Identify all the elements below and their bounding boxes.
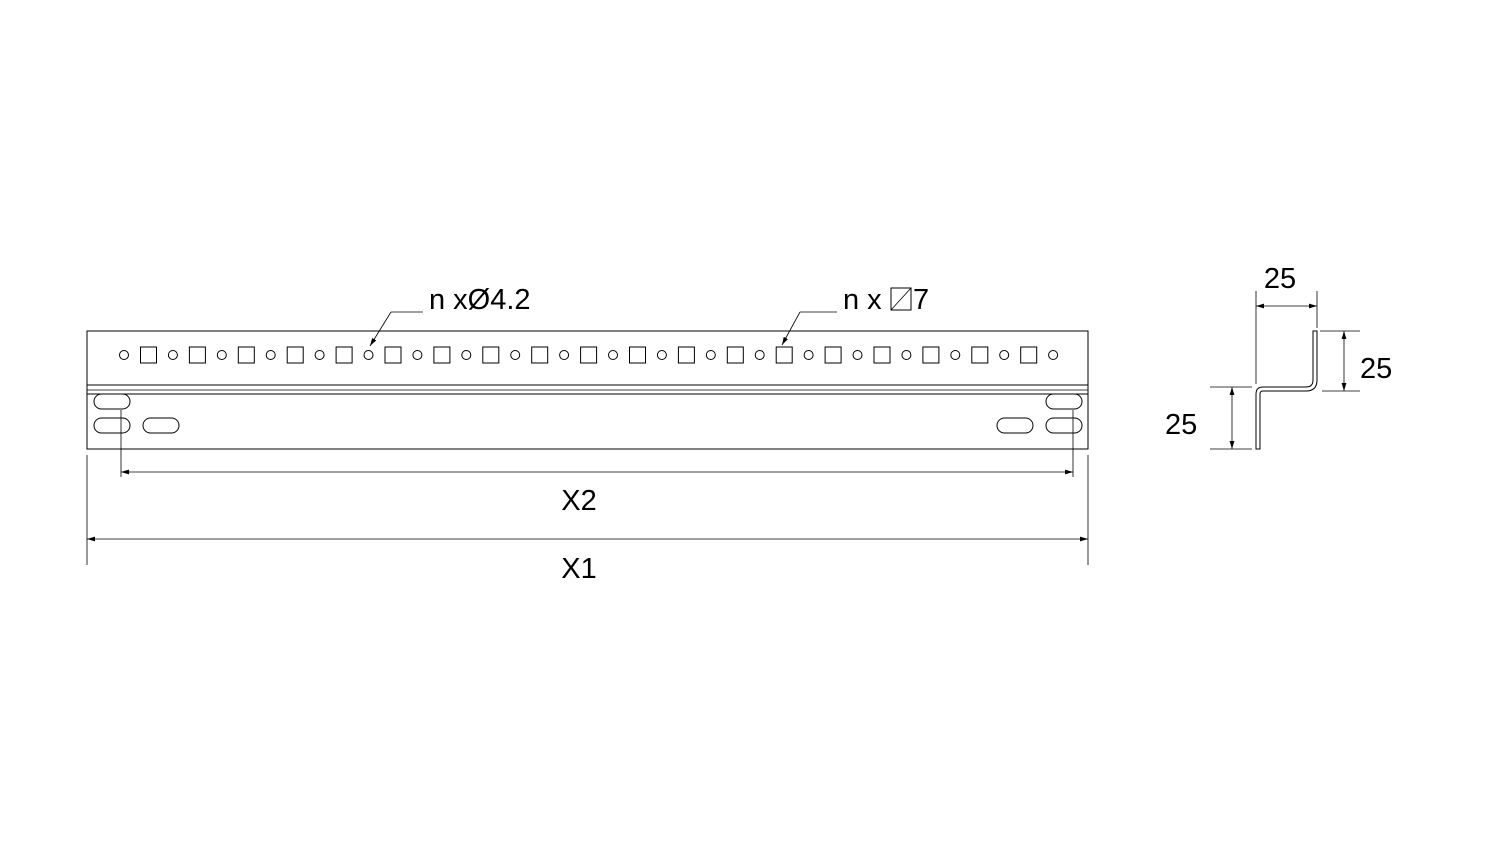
x2-label: X2 bbox=[561, 485, 596, 517]
dimension-x1: X1 bbox=[86, 455, 1089, 585]
round-hole bbox=[950, 350, 961, 360]
round-hole bbox=[901, 350, 912, 360]
round-hole bbox=[363, 350, 374, 360]
leader-line bbox=[369, 311, 392, 347]
round-hole bbox=[412, 350, 423, 360]
square-hole bbox=[531, 346, 549, 364]
round-hole-callout: n xØ4.2 bbox=[369, 284, 531, 347]
round-hole bbox=[1048, 350, 1059, 360]
round-hole bbox=[705, 350, 716, 360]
slot bbox=[996, 417, 1034, 434]
square-hole bbox=[1020, 346, 1038, 364]
z-profile bbox=[1255, 330, 1318, 450]
slot bbox=[1045, 417, 1083, 434]
round-hole bbox=[461, 350, 472, 360]
dimension-top-width: 25 bbox=[1255, 263, 1318, 384]
square-hole bbox=[384, 346, 402, 364]
rail-front-view: n xØ4.2 n x 7 X2 X1 bbox=[86, 284, 1089, 585]
round-hole bbox=[608, 350, 618, 360]
square-hole bbox=[335, 346, 353, 364]
square-hole bbox=[726, 346, 744, 364]
square-hole bbox=[140, 346, 157, 364]
mounting-slots bbox=[93, 393, 1083, 434]
round-hole bbox=[265, 350, 276, 360]
right-height-label: 25 bbox=[1360, 353, 1392, 385]
left-height-label: 25 bbox=[1165, 409, 1197, 441]
square-hole-label: n x bbox=[843, 284, 882, 316]
round-hole bbox=[656, 350, 667, 360]
slot bbox=[1045, 393, 1083, 410]
square-hole bbox=[873, 346, 891, 364]
square-hole bbox=[580, 346, 598, 364]
round-hole bbox=[216, 350, 227, 360]
slot bbox=[142, 417, 180, 434]
square-hole bbox=[775, 346, 793, 364]
hole-pattern bbox=[119, 346, 1059, 364]
round-hole bbox=[314, 350, 325, 360]
square-hole bbox=[188, 346, 206, 364]
dimension-x2: X2 bbox=[120, 410, 1074, 517]
square-hole bbox=[237, 346, 255, 364]
round-hole-label: n xØ4.2 bbox=[429, 284, 531, 316]
rail-side-view: 25 25 25 bbox=[1165, 263, 1392, 450]
square-hole bbox=[629, 346, 646, 364]
round-hole bbox=[803, 350, 814, 360]
slot bbox=[93, 393, 131, 410]
round-hole bbox=[999, 350, 1010, 360]
square-hole-callout: n x 7 bbox=[781, 284, 929, 346]
slot bbox=[93, 417, 131, 434]
round-hole bbox=[167, 350, 178, 360]
round-hole bbox=[852, 350, 863, 360]
square-hole-size: 7 bbox=[913, 284, 929, 316]
x1-label: X1 bbox=[561, 553, 596, 585]
square-hole bbox=[433, 346, 451, 364]
round-hole bbox=[119, 350, 129, 360]
dimension-left-height: 25 bbox=[1165, 386, 1252, 450]
square-hole bbox=[922, 346, 940, 364]
leader-line bbox=[781, 311, 801, 346]
top-width-label: 25 bbox=[1264, 263, 1296, 295]
square-hole bbox=[824, 346, 842, 364]
square-hole bbox=[677, 346, 695, 364]
square-hole bbox=[286, 346, 304, 364]
round-hole bbox=[559, 350, 570, 360]
round-hole bbox=[754, 350, 765, 360]
round-hole bbox=[510, 350, 521, 360]
square-outline-icon bbox=[890, 287, 912, 311]
square-hole bbox=[971, 346, 989, 364]
dimension-right-height: 25 bbox=[1320, 330, 1392, 392]
square-hole bbox=[482, 346, 500, 364]
